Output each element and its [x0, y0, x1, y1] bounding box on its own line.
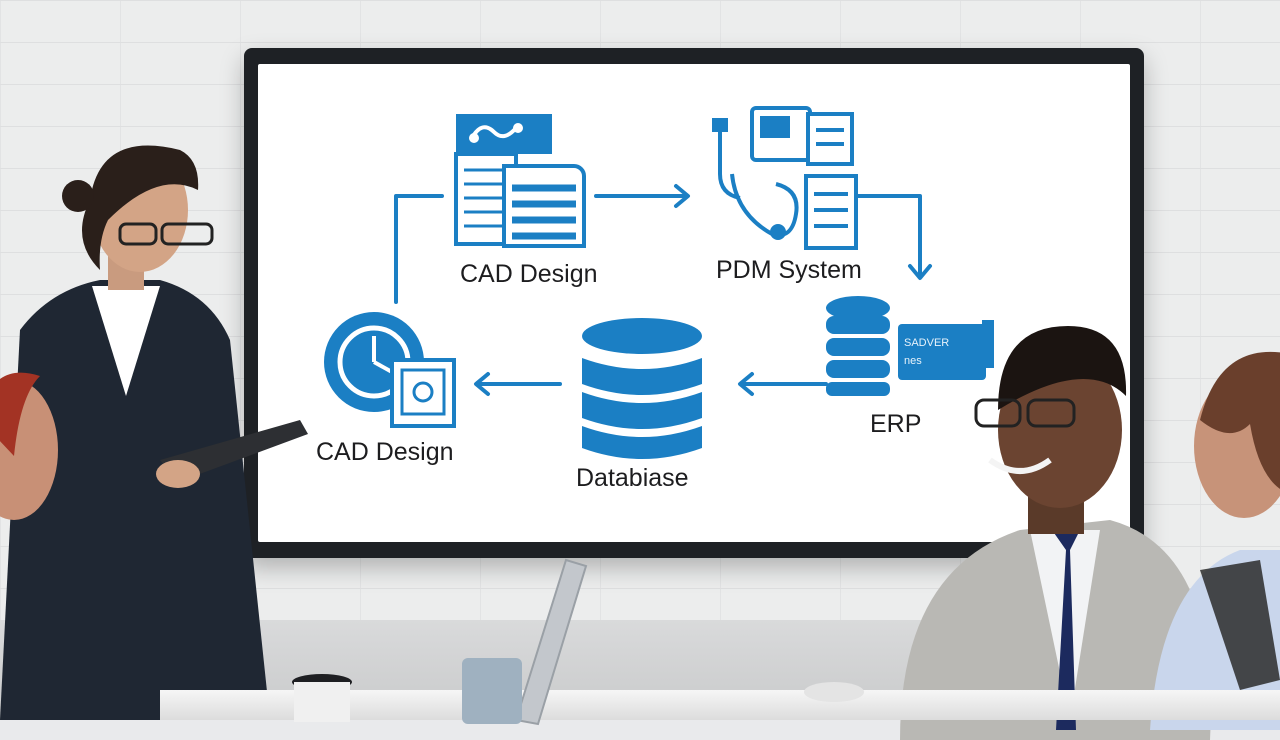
arrow-pdm-to-erp — [856, 194, 922, 278]
label-erp: ERP — [870, 410, 922, 438]
database-icon — [582, 318, 702, 459]
coffee-cup — [292, 674, 352, 722]
erp-device-text-2: nes — [904, 355, 922, 367]
label-pdm-system: PDM System — [716, 256, 862, 284]
wall-display: CAD Design PDM System — [244, 48, 1144, 558]
erp-icon: SADVER nes — [826, 296, 994, 396]
cad-design-globe-icon — [324, 312, 456, 428]
arrow-pdm-to-erp-head — [908, 264, 932, 280]
erp-device-text-1: SADVER — [904, 337, 949, 349]
arrow-cad-loop — [394, 194, 444, 304]
mug-blue — [462, 658, 522, 724]
presenter-woman — [0, 145, 308, 720]
seated-person-left-edge — [0, 372, 58, 520]
arrow-cad-to-pdm-head — [674, 184, 690, 208]
label-cad-design-bottom: CAD Design — [316, 438, 454, 466]
display-screen: CAD Design PDM System — [258, 64, 1130, 542]
arrow-erp-to-db-head — [738, 372, 754, 396]
seated-woman-right — [1150, 351, 1280, 730]
seated-man-with-glasses — [900, 326, 1211, 740]
mouse — [804, 682, 864, 702]
label-database: Databiase — [576, 464, 689, 492]
pdm-system-icon — [712, 106, 858, 250]
cad-design-icon — [454, 114, 586, 248]
label-cad-design-top: CAD Design — [460, 260, 598, 288]
arrow-db-to-cad-head — [474, 372, 490, 396]
workflow-connectors — [394, 184, 932, 396]
